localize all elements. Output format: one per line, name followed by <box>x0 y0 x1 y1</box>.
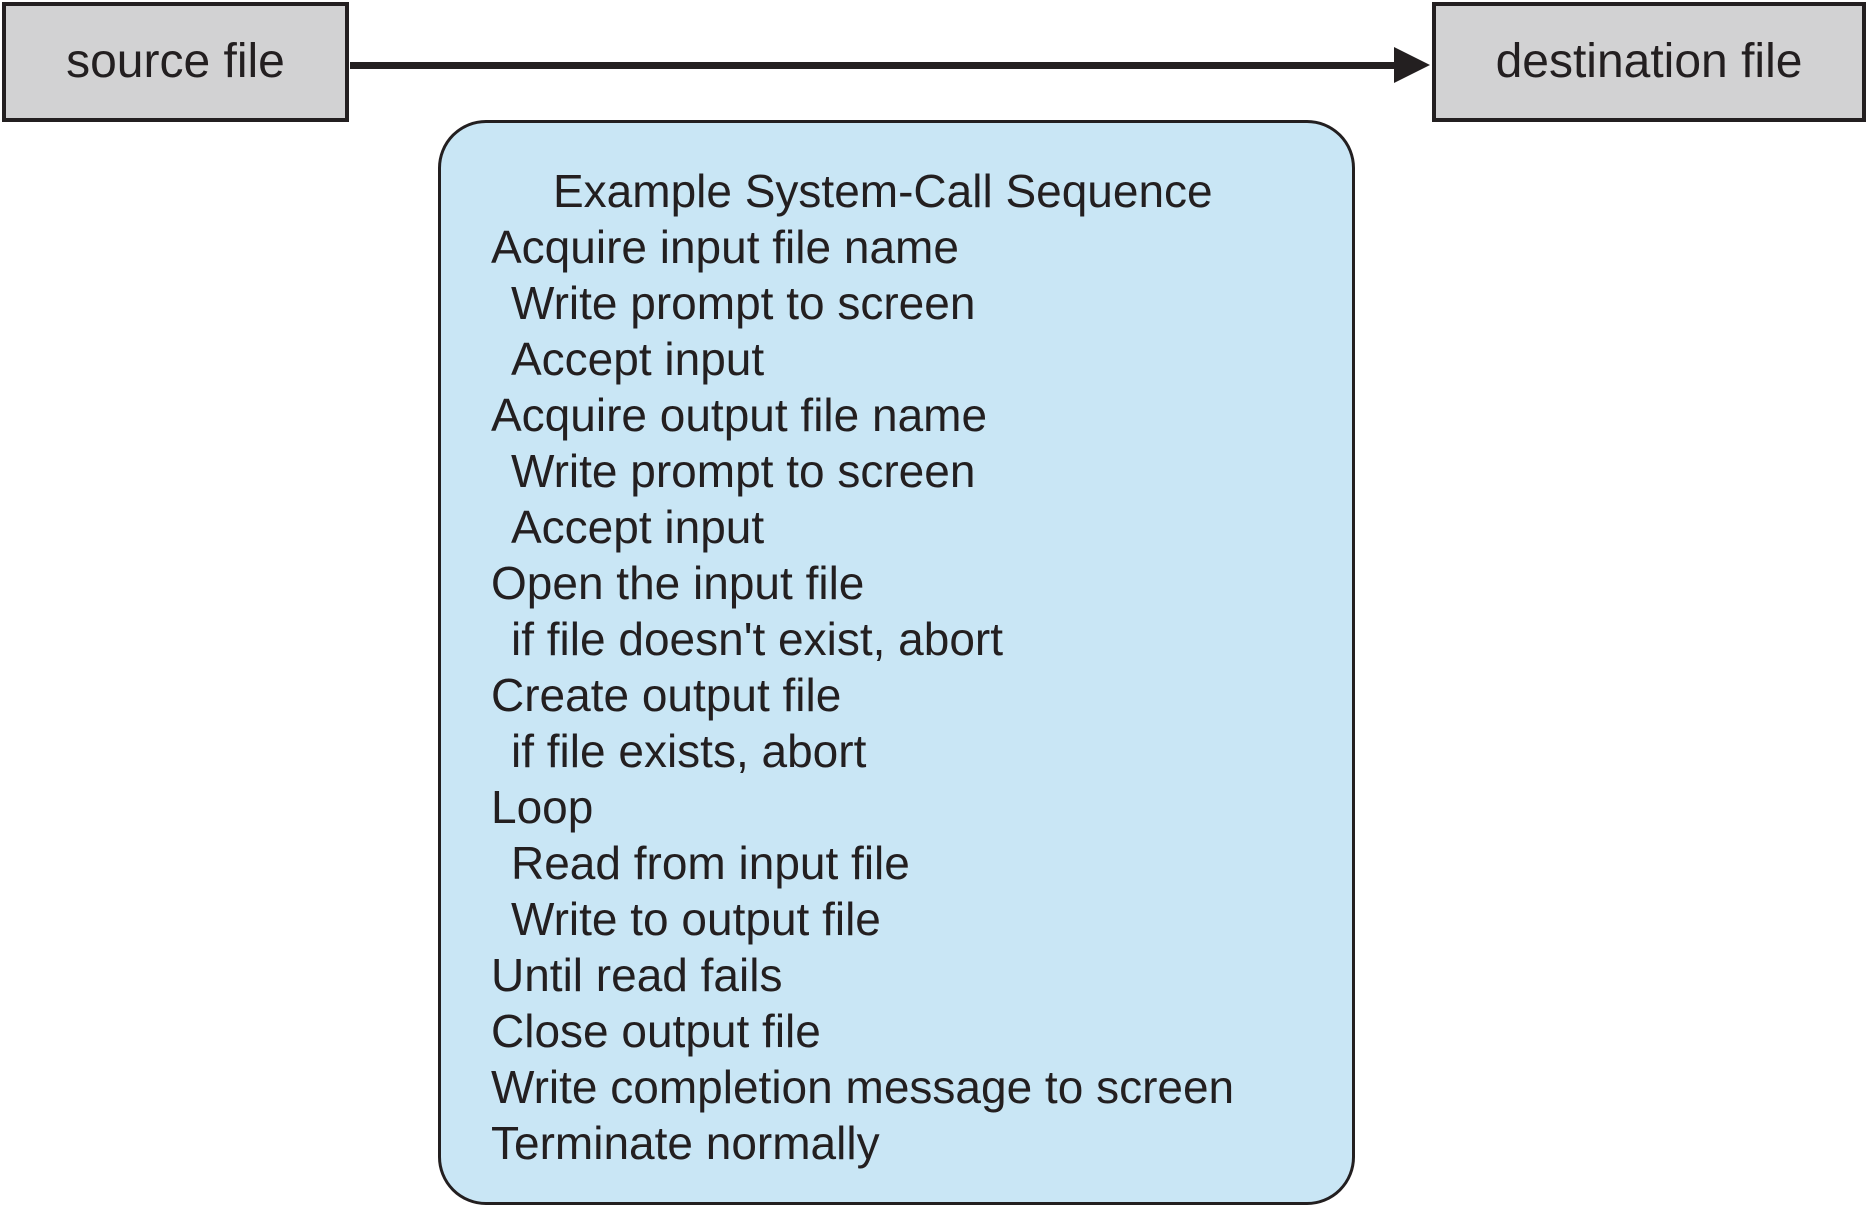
sequence-line: Create output file <box>491 669 842 721</box>
destination-file-label: destination file <box>1495 35 1803 88</box>
arrow-line <box>350 62 1400 69</box>
sequence-title: Example System-Call Sequence <box>553 165 1213 217</box>
source-file-label: source file <box>66 35 285 88</box>
system-call-sequence-box: Example System-Call Sequence Acquire inp… <box>438 120 1355 1205</box>
sequence-line: Accept input <box>511 501 765 553</box>
sequence-line: Write prompt to screen <box>511 277 976 329</box>
sequence-line: Open the input file <box>491 557 865 609</box>
arrow-head-icon <box>1394 47 1430 83</box>
sequence-line: if file exists, abort <box>511 725 867 777</box>
sequence-line: if file doesn't exist, abort <box>511 613 1004 665</box>
sequence-line: Write to output file <box>511 893 881 945</box>
sequence-line: Accept input <box>511 333 765 385</box>
sequence-line: Loop <box>491 781 594 833</box>
sequence-line: Write prompt to screen <box>511 445 976 497</box>
sequence-line: Read from input file <box>511 837 910 889</box>
source-file-box: source file <box>2 2 349 122</box>
sequence-line: Write completion message to screen <box>491 1061 1235 1113</box>
sequence-line: Until read fails <box>491 949 783 1001</box>
sequence-line: Close output file <box>491 1005 821 1057</box>
sequence-line: Acquire input file name <box>491 221 959 273</box>
sequence-line: Acquire output file name <box>491 389 988 441</box>
destination-file-box: destination file <box>1432 2 1866 122</box>
sequence-line: Terminate normally <box>491 1117 880 1169</box>
